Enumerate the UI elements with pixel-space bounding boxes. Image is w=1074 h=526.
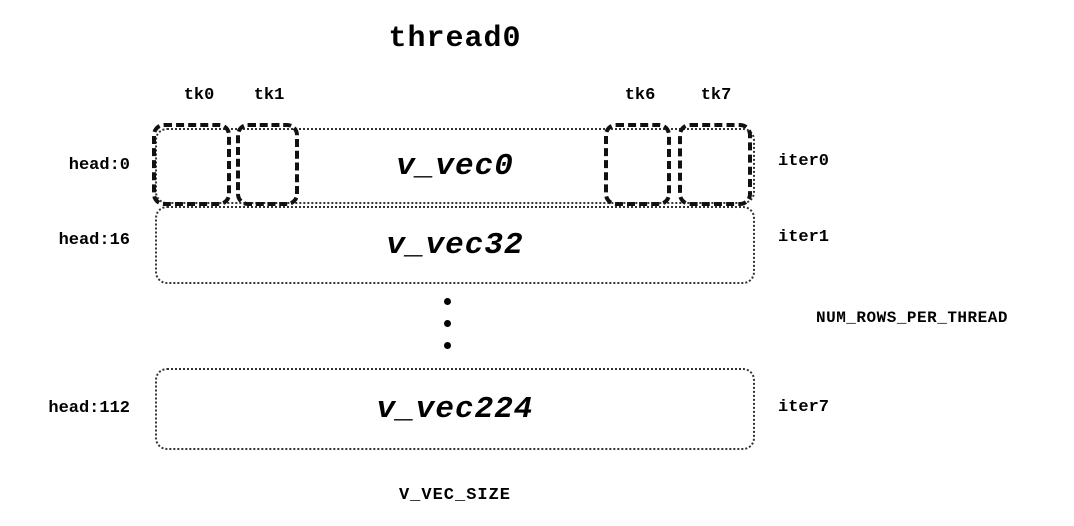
ellipsis-dot — [444, 342, 451, 349]
tk7-label: tk7 — [700, 86, 732, 105]
v-vec-size-label: V_VEC_SIZE — [398, 486, 512, 505]
vec224-label: v_vec224 — [376, 391, 534, 427]
iter0-label: iter0 — [778, 152, 830, 171]
vec0-label: v_vec0 — [396, 148, 514, 184]
tk6-box — [604, 123, 671, 206]
head16-label: head:16 — [58, 231, 130, 250]
vec-row-iter7: v_vec224 — [155, 368, 755, 450]
tk7-box — [678, 123, 752, 206]
diagram-title: thread0 — [388, 22, 522, 56]
tk0-label: tk0 — [183, 86, 215, 105]
head112-label: head:112 — [48, 399, 130, 418]
iter1-label: iter1 — [778, 228, 830, 247]
num-rows-per-thread-label: NUM_ROWS_PER_THREAD — [816, 309, 1008, 327]
vec-row-iter1: v_vec32 — [155, 206, 755, 284]
tk6-label: tk6 — [624, 86, 656, 105]
iter7-label: iter7 — [778, 398, 830, 417]
head0-label: head:0 — [68, 156, 130, 175]
vec-row-iter0: v_vec0 — [155, 128, 755, 204]
tk1-box — [236, 123, 299, 206]
tk1-label: tk1 — [253, 86, 285, 105]
ellipsis-dot — [444, 298, 451, 305]
tk0-box — [152, 123, 231, 206]
vec32-label: v_vec32 — [386, 227, 524, 263]
ellipsis-dot — [444, 320, 451, 327]
